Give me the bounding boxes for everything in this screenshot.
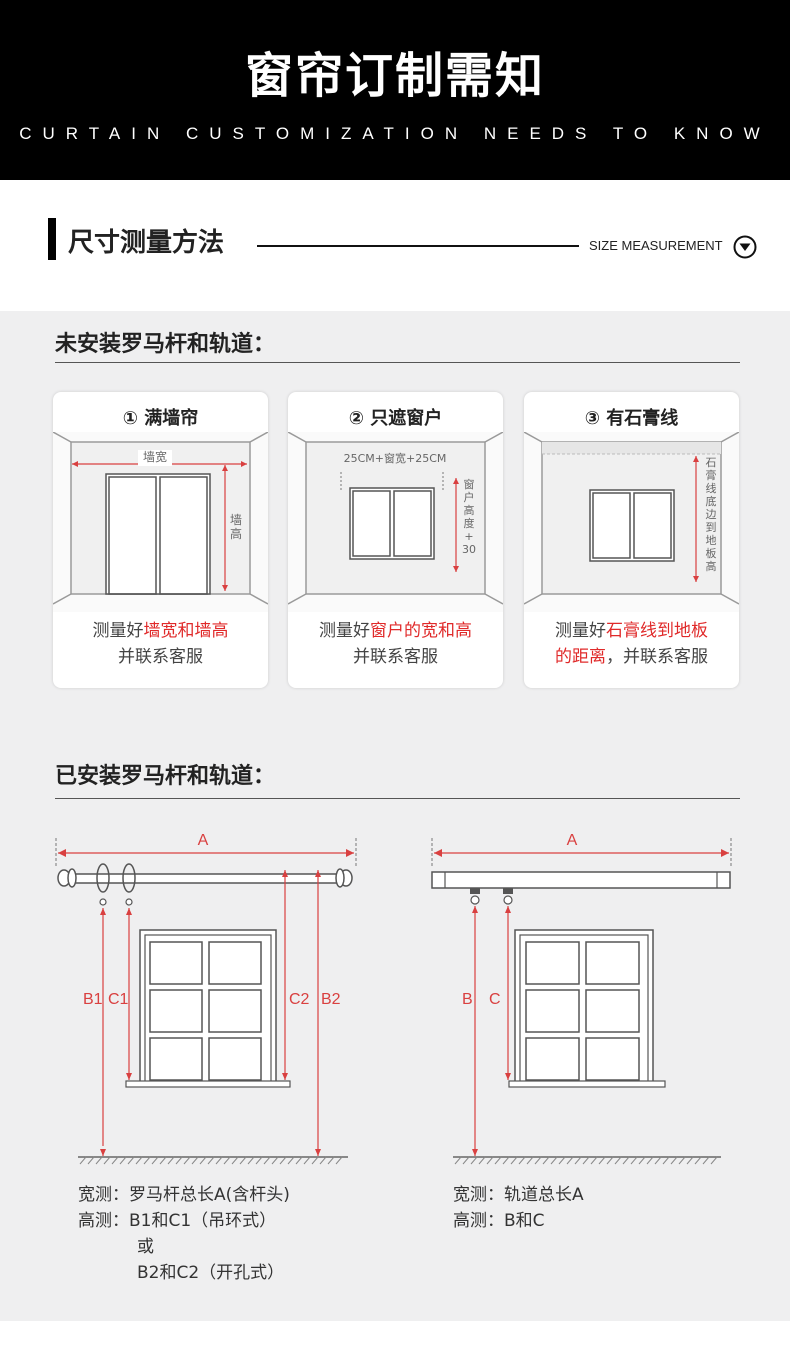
note-value: B和C	[504, 1211, 545, 1231]
section-divider	[257, 245, 579, 247]
note-key: 宽测：	[453, 1185, 504, 1205]
card-full-wall: ① 满墙帘 墙宽 墙高 测量好墙宽和墙高并联系客服	[53, 392, 268, 688]
plaster-height-label: 石膏线底边到地板高	[706, 456, 717, 573]
track-length-label: A	[567, 832, 578, 849]
plaster-line-diagram: 石膏线底边到地板高	[524, 432, 739, 612]
rod-b2-label: B2	[321, 991, 341, 1008]
rod-notes: 宽测：罗马杆总长A(含杆头) 高测：B1和C1（吊环式） 或 B2和C2（开孔式…	[78, 1182, 290, 1286]
installed-heading: 已安装罗马杆和轨道：	[55, 764, 276, 789]
section-marker	[48, 218, 56, 260]
rod-length-label: A	[198, 832, 209, 849]
section-en-label: SIZE MEASUREMENT	[589, 238, 723, 253]
window-width-label: 25CM+窗宽+25CM	[344, 451, 447, 465]
card-desc: 测量好石膏线到地板的距离，并联系客服	[555, 621, 708, 667]
card-title: ② 只遮窗户	[348, 408, 443, 429]
note-key: 高测：	[453, 1211, 504, 1231]
page-title: 窗帘订制需知	[244, 48, 545, 104]
card-plaster-line: ③ 有石膏线 石膏线底边到地板高 测量好石膏线到地板的距离，并联系客服	[524, 392, 739, 688]
rod-b1-label: B1	[83, 991, 103, 1008]
track-notes: 宽测：轨道总长A 高测：B和C	[453, 1182, 584, 1234]
card-title: ③ 有石膏线	[584, 408, 679, 429]
section-title: 尺寸测量方法	[68, 228, 225, 258]
not-installed-heading: 未安装罗马杆和轨道：	[55, 332, 276, 357]
not-installed-divider	[55, 362, 740, 363]
note-value: B1和C1（吊环式）	[129, 1211, 277, 1231]
note-key: 高测：	[78, 1211, 129, 1231]
track-c-label: C	[489, 991, 501, 1008]
track-diagram: A B C	[431, 832, 732, 1165]
window-only-diagram: 25CM+窗宽+25CM 窗户高度+30	[288, 432, 503, 612]
window-height-label: 窗户高度+30	[462, 477, 476, 556]
chevron-down-circle-icon	[733, 235, 757, 259]
wall-width-label: 墙宽	[143, 449, 167, 464]
rod-c1-label: C1	[108, 991, 129, 1008]
note-value: B2和C2（开孔式）	[137, 1263, 285, 1283]
header-banner: 窗帘订制需知 CURTAIN CUSTOMIZATION NEEDS TO KN…	[0, 0, 790, 180]
note-value: 轨道总长A	[504, 1185, 584, 1205]
rod-c2-label: C2	[289, 991, 310, 1008]
full-wall-diagram: 墙宽 墙高	[53, 432, 268, 612]
track-b-label: B	[462, 991, 473, 1008]
wall-height-label: 墙高	[230, 513, 242, 541]
rod-diagram: A B1 C1 C2 B2	[55, 832, 357, 1165]
card-title: ① 满墙帘	[122, 408, 199, 429]
installed-divider	[55, 798, 740, 799]
note-key: 宽测：	[78, 1185, 129, 1205]
note-value: 罗马杆总长A(含杆头)	[129, 1185, 290, 1205]
card-desc: 测量好墙宽和墙高并联系客服	[92, 621, 229, 667]
note-value: 或	[137, 1237, 154, 1257]
page-subtitle: CURTAIN CUSTOMIZATION NEEDS TO KNOW	[19, 124, 771, 143]
card-desc: 测量好窗户的宽和高并联系客服	[319, 621, 472, 667]
card-window-only: ② 只遮窗户 25CM+窗宽+25CM 窗户高度+30 测量好窗户的宽和高并联系…	[288, 392, 503, 688]
